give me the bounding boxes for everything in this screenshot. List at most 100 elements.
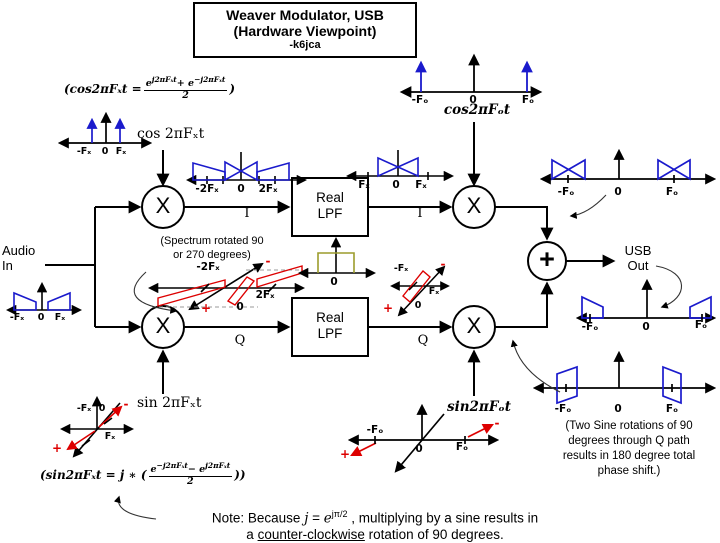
spectrum-f-neg-label: -Fₒ <box>557 186 575 198</box>
spectrum-i-plus-sign: + <box>200 301 212 315</box>
spectrum-i-diagonal <box>188 262 264 311</box>
spectrum-b-neg-label: -Fₓ <box>9 312 25 323</box>
spectrum-cos-fo <box>399 53 543 98</box>
i-label-1: I <box>244 206 250 221</box>
mixer2-symbol: X <box>466 193 482 218</box>
annotation-arrows <box>113 194 683 520</box>
spectrum-d-ticks <box>367 172 429 180</box>
spectrum-d-neg-label: Fₓ <box>358 179 370 191</box>
spectrum-rotated-q <box>147 262 306 311</box>
spectrum-c-zero-label: 0 <box>237 183 245 195</box>
q-label-1: Q <box>234 333 246 348</box>
spectrum-e-neg-label: -Fₒ <box>411 94 429 106</box>
lpf1-line1: Real <box>316 190 344 205</box>
spectrum-after-lpf1 <box>345 150 455 182</box>
two-sine-line1: (Two Sine rotations of 90 <box>565 420 693 432</box>
spectrum-c-right-shape <box>256 161 290 181</box>
spectrum-l-neg-label: -Fₒ <box>554 403 572 415</box>
spectrum-l-zero-label: 0 <box>614 403 622 415</box>
spectrum-m-diagonal <box>394 413 445 473</box>
two-sine-line3: results in 180 degree total <box>562 450 696 462</box>
spectrum-h-ticks <box>81 417 113 447</box>
q-label-2: Q <box>417 333 429 348</box>
audio-in-line2: In <box>2 258 13 273</box>
sin-formula-numerator: e−j2πFₓt− ej2πFₓt <box>148 461 233 477</box>
spectrum-c-neg-label: -2Fₓ <box>195 183 219 195</box>
spectrum-f-bowtie-neg <box>551 158 586 181</box>
spectrum-b-lsb-shape <box>13 291 37 311</box>
lpf1-line2: LPF <box>317 206 343 221</box>
mixer2-circle <box>452 185 496 229</box>
i-label-2: I <box>417 206 423 221</box>
spectrum-h-zero-label: 0 <box>98 403 106 414</box>
spectrum-sin-fx <box>59 395 135 458</box>
sin-fo-caption: sin2πFₒt <box>447 399 511 415</box>
spectrum-h-minus-sign: - <box>123 397 129 411</box>
spectrum-l-neg-shape <box>556 365 578 405</box>
spectrum-k-red-shape <box>402 269 431 304</box>
spectrum-k-tick <box>408 281 418 291</box>
spectrum-k-plus-sign: + <box>382 301 394 315</box>
spectrum-m-minus-sign: - <box>494 416 500 430</box>
spectrum-h-neg-label: -Fₓ <box>76 403 92 414</box>
spectrum-lpf-response <box>297 236 377 279</box>
title-box: Weaver Modulator, USB (Hardware Viewpoin… <box>193 2 417 58</box>
cos-formula-denominator: 2 <box>182 89 189 101</box>
title-line2: (Hardware Viewpoint) <box>233 23 377 39</box>
signal-flow-lines <box>45 122 616 396</box>
spectrum-e-pos-label: Fₒ <box>521 94 535 106</box>
spectrum-h-pos-label: Fₓ <box>104 431 116 442</box>
mixer4-symbol: X <box>466 313 482 338</box>
spectrum-c-left-shape <box>192 161 226 181</box>
adder-symbol: + <box>539 244 555 274</box>
mixer4-out-line <box>495 281 554 328</box>
cos-formula-numerator: ej2πFₓt+ e−j2πFₓt <box>143 75 228 91</box>
spectrum-m-plus-sign: + <box>339 447 351 461</box>
lpf2-label: Real LPF <box>292 310 368 342</box>
spectrum-audio-in <box>5 281 83 316</box>
mixer4-circle <box>452 305 496 349</box>
spectrum-f-bowtie-pos <box>657 158 691 181</box>
spectrum-i-pos-label: 2Fₓ <box>255 289 275 301</box>
two-sine-annotation-arrow <box>510 339 561 393</box>
spectrum-g-pos-shape <box>689 295 712 319</box>
spectrum-f-ticks <box>567 175 675 183</box>
note-line2: a counter-clockwise rotation of 90 degre… <box>246 526 504 542</box>
rotated-annotation-arrow <box>133 271 178 314</box>
two-sine-line4: phase shift.) <box>597 465 661 477</box>
rotated-annotation-line2: or 270 degrees) <box>173 249 251 261</box>
spectrum-l-pos-shape <box>662 365 682 405</box>
spectrum-j-zero-label: 0 <box>330 276 338 288</box>
lpf2-box <box>291 297 369 357</box>
mixer2-out-line <box>495 206 554 241</box>
usb-out-annotation-arrow <box>655 265 683 309</box>
spectrum-k-neg-label: -Fₓ <box>393 263 409 274</box>
spectrum-b-pos-label: Fₓ <box>54 312 66 323</box>
spectrum-i-neg-label: -2Fₓ <box>196 261 220 273</box>
spectrum-g-pos-label: Fₒ <box>694 319 708 331</box>
sin-fx-caption: sin 2πFₓt <box>137 395 202 411</box>
two-sine-annotation: (Two Sine rotations of 90 degrees throug… <box>563 419 695 479</box>
spectrum-i-red-center <box>226 276 256 306</box>
spectrum-after-mixer2 <box>539 148 717 185</box>
spectrum-g-ticks <box>589 314 703 322</box>
spectrum-m-neg-label: -Fₒ <box>366 424 384 436</box>
adder-circle <box>527 241 567 281</box>
spectrum-j-brick-wall <box>317 252 355 273</box>
spectrum-f-zero-label: 0 <box>614 186 622 198</box>
spectrum-d-bowtie <box>377 156 419 178</box>
spectrum-m-pos-label: Fₒ <box>455 441 469 453</box>
sin-formula-denominator: 2 <box>187 475 194 487</box>
spectrum-i-red-right <box>256 265 303 288</box>
title-line3: -k6jca <box>289 39 321 51</box>
spectrum-after-mixer1 <box>185 152 308 186</box>
spectrum-g-neg-shape <box>581 295 604 319</box>
note-annotation-arrow <box>113 495 157 520</box>
spectrum-i-zero-label: 0 <box>236 301 244 313</box>
audio-in-label: Audio In <box>2 243 35 273</box>
